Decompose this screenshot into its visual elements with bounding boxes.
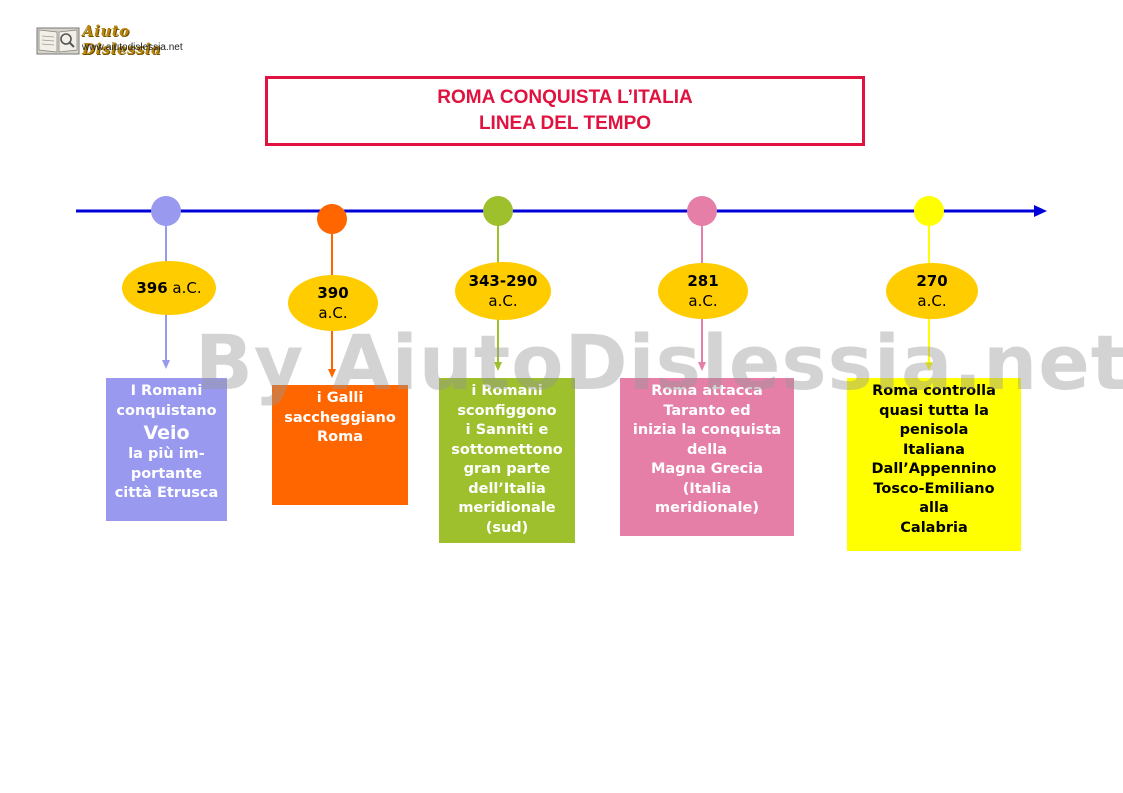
event-3-line-3: i Sanniti e	[465, 422, 549, 438]
event-box-1: I Romani conquistano Veio la più im- por…	[106, 378, 227, 521]
date-bubble-5: 270 a.C.	[886, 263, 978, 319]
event-3-line-8: (sud)	[485, 519, 529, 536]
event-5-line-8: Calabria	[900, 519, 968, 536]
event-1-line-4: portante	[130, 465, 203, 482]
event-5-line-5: Dall’Appennino	[871, 461, 997, 477]
event-3-line-1: i Romani	[471, 383, 543, 399]
event-1-line-1: I Romani	[130, 383, 203, 399]
timeline-dot-4	[687, 196, 717, 226]
event-4-line-4: della	[687, 441, 727, 458]
date-suffix-1: a.C.	[167, 279, 202, 297]
event-5-line-4: Italiana	[903, 441, 965, 458]
page-title: ROMA CONQUISTA L’ITALIA	[437, 87, 693, 108]
event-3-line-6: dell’Italia	[468, 480, 546, 497]
event-box-4: Roma attacca Taranto ed inizia la conqui…	[620, 378, 794, 536]
event-5-line-3: penisola	[899, 422, 969, 438]
page-subtitle: LINEA DEL TEMPO	[478, 113, 652, 134]
aiutodislessia-logo: Aiuto Dislessia www.aiutodislessia.net	[36, 20, 196, 58]
connector-arrow-2	[328, 369, 336, 378]
event-2-line-1: i Galli	[316, 390, 364, 406]
event-box-3: i Romani sconfiggono i Sanniti e sottome…	[439, 378, 575, 543]
date-year-3: 343-290	[468, 272, 538, 290]
event-4-line-6: (Italia	[682, 480, 732, 497]
date-suffix-4: a.C.	[688, 292, 718, 310]
date-year-4: 281	[687, 272, 719, 290]
logo-title: Aiuto Dislessia	[82, 22, 162, 58]
date-year-5: 270	[916, 272, 948, 290]
event-box-2: i Galli saccheggiano Roma	[272, 385, 408, 505]
event-4-line-7: meridionale)	[655, 500, 759, 516]
date-year-1: 396	[136, 279, 168, 297]
event-1-line-3: la più im-	[128, 446, 205, 462]
event-3-line-7: meridionale	[458, 500, 556, 516]
date-suffix-2: a.C.	[318, 304, 348, 322]
event-5-line-1: Roma controlla	[872, 383, 996, 399]
timeline-dot-5	[914, 196, 944, 226]
connector-arrow-4	[698, 362, 706, 371]
event-1-highlight: Veio	[143, 422, 190, 444]
date-bubble-3: 343-290 a.C.	[455, 262, 551, 320]
event-1-line-2: conquistano	[116, 402, 217, 419]
connector-arrow-1	[162, 360, 170, 369]
event-5-line-6: Tosco-Emiliano	[873, 480, 995, 497]
logo-url: www.aiutodislessia.net	[82, 42, 183, 53]
title-box: ROMA CONQUISTA L’ITALIA LINEA DEL TEMPO	[265, 76, 865, 146]
date-suffix-5: a.C.	[917, 292, 947, 310]
date-year-2: 390	[317, 284, 349, 302]
timeline-arrowhead	[1034, 205, 1047, 217]
date-bubble-2: 390 a.C.	[288, 275, 378, 331]
timeline-dot-3	[483, 196, 513, 226]
event-4-line-5: Magna Grecia	[651, 461, 763, 477]
event-box-5: Roma controlla quasi tutta la penisola I…	[847, 378, 1021, 551]
event-3-line-4: sottomettono	[451, 441, 563, 458]
timeline-dot-1	[151, 196, 181, 226]
event-5-line-7: alla	[919, 500, 949, 516]
event-4-line-1: Roma attacca	[651, 383, 763, 399]
event-5-line-2: quasi tutta la	[879, 402, 989, 419]
connector-arrow-3	[494, 362, 502, 371]
connector-arrow-5	[925, 362, 933, 371]
event-4-line-2: Taranto ed	[663, 402, 751, 419]
event-2-line-3: Roma	[316, 429, 364, 445]
timeline-dot-2	[317, 204, 347, 234]
event-4-line-3: inizia la conquista	[632, 422, 782, 438]
date-suffix-3: a.C.	[488, 292, 518, 310]
event-1-line-5: città Etrusca	[114, 485, 219, 501]
event-3-line-2: sconfiggono	[457, 402, 557, 419]
book-icon	[36, 27, 80, 55]
event-3-line-5: gran parte	[463, 461, 551, 477]
date-bubble-1: 396 a.C.	[122, 261, 216, 315]
event-2-line-2: saccheggiano	[284, 409, 396, 426]
date-bubble-4: 281 a.C.	[658, 263, 748, 319]
